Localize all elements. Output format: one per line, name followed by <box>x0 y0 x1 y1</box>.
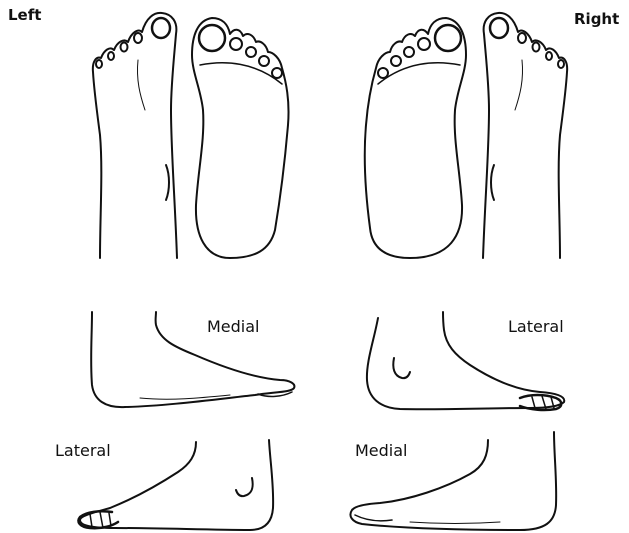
left-sole-toe-4 <box>259 56 269 66</box>
right-sole-toe-4 <box>391 56 401 66</box>
left-lateral-ankle-mark <box>236 478 253 496</box>
left-sole-toe-2 <box>230 38 242 50</box>
right-medial-toe-line <box>355 515 392 521</box>
right-foot-medial-view <box>350 432 556 530</box>
right-foot-sole-outline <box>365 18 466 258</box>
right-foot-dorsal-view <box>483 13 567 258</box>
left-lateral-toes <box>78 511 118 528</box>
right-foot-dorsal-outline <box>483 13 567 258</box>
left-dorsal-toenail-4 <box>108 52 114 60</box>
left-foot-lateral-view <box>78 440 273 530</box>
left-dorsal-ankle-bone <box>166 165 169 200</box>
left-dorsal-toenail-3 <box>121 43 128 52</box>
left-foot-dorsal-outline <box>93 13 177 258</box>
left-foot-dorsal-view <box>93 13 177 258</box>
left-dorsal-big-toenail <box>152 18 170 38</box>
left-dorsal-tendon <box>137 60 145 110</box>
right-dorsal-toenail-3 <box>533 43 540 52</box>
right-sole-toe-2 <box>418 38 430 50</box>
right-foot-lateral-view <box>367 312 564 410</box>
left-foot-medial-view <box>91 312 294 407</box>
right-medial-outline <box>350 432 556 530</box>
right-dorsal-tendon <box>515 60 523 110</box>
left-sole-crease <box>200 63 282 84</box>
left-dorsal-toenail-5 <box>96 60 102 68</box>
left-sole-toe-5 <box>272 68 282 78</box>
right-dorsal-toenail-4 <box>546 52 552 60</box>
left-foot-sole-outline <box>192 18 289 258</box>
right-lateral-ankle-mark <box>393 358 410 378</box>
right-dorsal-toenail-5 <box>558 60 564 68</box>
right-sole-big-toe <box>435 25 461 51</box>
left-sole-big-toe <box>199 25 225 51</box>
right-dorsal-big-toenail <box>490 18 508 38</box>
right-sole-toe-3 <box>404 47 414 57</box>
right-sole-crease <box>378 63 460 84</box>
right-medial-arch <box>410 522 500 524</box>
left-medial-outline <box>91 312 294 407</box>
right-foot-plantar-view <box>365 18 466 258</box>
left-foot-plantar-view <box>192 18 289 258</box>
left-dorsal-toenail-2 <box>134 33 142 43</box>
right-dorsal-ankle-bone <box>491 165 494 200</box>
right-sole-toe-5 <box>378 68 388 78</box>
left-sole-toe-3 <box>246 47 256 57</box>
right-dorsal-toenail-2 <box>518 33 526 43</box>
